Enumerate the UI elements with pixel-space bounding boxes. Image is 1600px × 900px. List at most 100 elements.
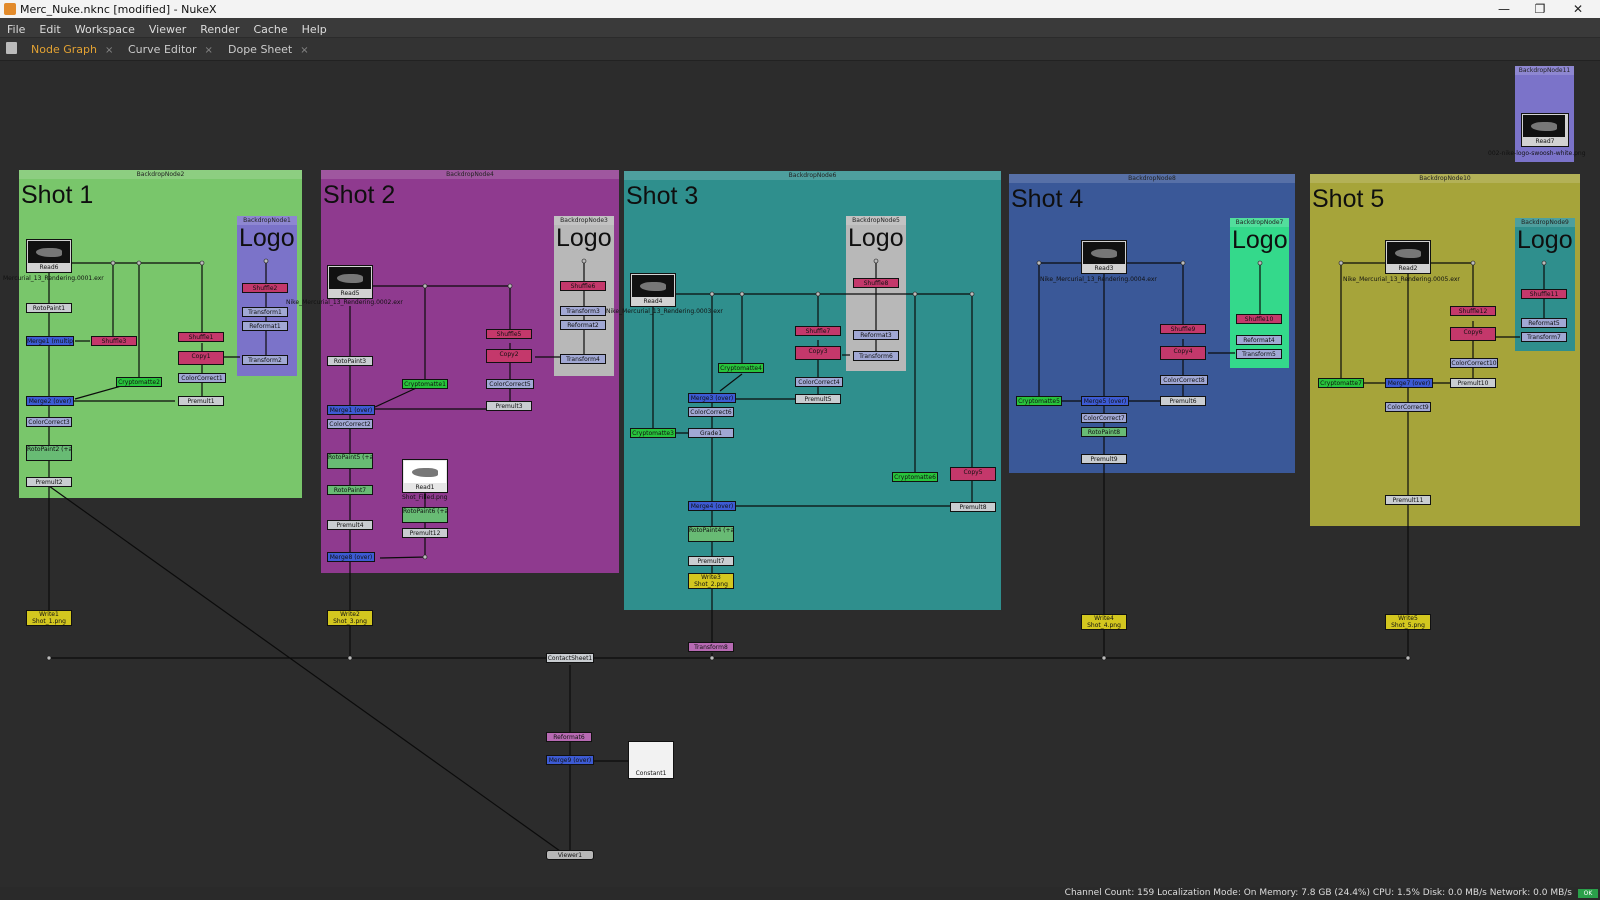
node-shuffle8[interactable]: Shuffle8 <box>853 278 899 288</box>
node-transform4[interactable]: Transform4 <box>560 354 606 364</box>
minimize-button[interactable]: — <box>1498 2 1510 16</box>
node-rotopaint5[interactable]: RotoPaint5 (+alpha) <box>327 453 373 469</box>
backdrop-shot-3[interactable]: BackdropNode6 Shot 3 <box>624 171 1001 610</box>
node-grade1[interactable]: Grade1 <box>688 428 734 438</box>
node-reformat4[interactable]: Reformat4 <box>1236 335 1282 345</box>
backdrop-shot-1-logo[interactable]: BackdropNode1 Logo <box>237 216 297 376</box>
close-icon[interactable]: × <box>204 45 213 56</box>
node-premult5[interactable]: Premult5 <box>795 394 841 404</box>
node-premult9[interactable]: Premult9 <box>1081 454 1127 464</box>
node-shuffle9[interactable]: Shuffle9 <box>1160 324 1206 334</box>
menu-cache[interactable]: Cache <box>253 23 288 36</box>
node-transform1[interactable]: Transform1 <box>242 307 288 317</box>
node-reformat5[interactable]: Reformat5 <box>1521 318 1567 328</box>
node-merge2-over[interactable]: Merge2 (over) <box>26 396 74 406</box>
node-cryptomatte6[interactable]: Cryptomatte6 <box>892 472 938 482</box>
node-premult7[interactable]: Premult7 <box>688 556 734 566</box>
node-premult2[interactable]: Premult2 <box>26 477 72 487</box>
menu-file[interactable]: File <box>7 23 26 36</box>
menu-viewer[interactable]: Viewer <box>148 23 187 36</box>
node-premult1[interactable]: Premult1 <box>178 396 224 406</box>
node-transform2[interactable]: Transform2 <box>242 355 288 365</box>
node-reformat2[interactable]: Reformat2 <box>560 320 606 330</box>
node-copy3[interactable]: Copy3 <box>795 346 841 360</box>
node-merge7-over[interactable]: Merge7 (over) <box>1385 378 1433 388</box>
read-node-read6[interactable]: Read6 <box>26 239 72 273</box>
node-cryptomatte4[interactable]: Cryptomatte4 <box>718 363 764 373</box>
tab-node-graph[interactable]: Node Graph× <box>31 41 113 59</box>
node-rotopaint7[interactable]: RotoPaint7 <box>327 485 373 495</box>
node-merge3-over[interactable]: Merge3 (over) <box>688 393 736 403</box>
node-shuffle5[interactable]: Shuffle5 <box>486 329 532 339</box>
read-node-read3[interactable]: Read3 <box>1081 240 1127 274</box>
close-button[interactable]: ✕ <box>1572 2 1584 16</box>
node-transform3[interactable]: Transform3 <box>560 306 606 316</box>
node-rotopaint6[interactable]: RotoPaint6 (+alpha) <box>402 507 448 523</box>
node-premult6[interactable]: Premult6 <box>1160 396 1206 406</box>
read-node-read1[interactable]: Read1 <box>402 459 448 493</box>
backdrop-shot-5-logo[interactable]: BackdropNode9 Logo <box>1515 218 1575 351</box>
menu-help[interactable]: Help <box>301 23 327 36</box>
node-rotopaint2[interactable]: RotoPaint2 (+alpha) <box>26 445 72 461</box>
node-colorcorrect1[interactable]: ColorCorrect1 <box>178 373 226 383</box>
node-colorcorrect9[interactable]: ColorCorrect9 <box>1385 402 1431 412</box>
node-merge9-over[interactable]: Merge9 (over) <box>546 755 594 765</box>
node-cryptomatte5[interactable]: Cryptomatte5 <box>1016 396 1062 406</box>
node-merge1-multiply[interactable]: Merge1 (multiply) <box>26 336 74 346</box>
read-node-read4[interactable]: Read4 <box>630 273 676 307</box>
node-copy1[interactable]: Copy1 <box>178 351 224 365</box>
tab-curve-editor[interactable]: Curve Editor× <box>128 41 213 59</box>
node-colorcorrect3[interactable]: ColorCorrect3 <box>26 417 72 427</box>
node-rotopaint8[interactable]: RotoPaint8 <box>1081 427 1127 437</box>
node-premult3[interactable]: Premult3 <box>486 401 532 411</box>
node-cryptomatte2[interactable]: Cryptomatte2 <box>116 377 162 387</box>
node-reformat3[interactable]: Reformat3 <box>853 330 899 340</box>
node-merge4-over[interactable]: Merge4 (over) <box>688 501 736 511</box>
node-copy4[interactable]: Copy4 <box>1160 346 1206 360</box>
node-cryptomatte3[interactable]: Cryptomatte3 <box>630 428 676 438</box>
node-colorcorrect10[interactable]: ColorCorrect10 <box>1450 358 1498 368</box>
menu-edit[interactable]: Edit <box>39 23 61 36</box>
node-cryptomatte7[interactable]: Cryptomatte7 <box>1318 378 1364 388</box>
node-rotopaint4[interactable]: RotoPaint4 (+alpha) <box>688 526 734 542</box>
tab-dope-sheet[interactable]: Dope Sheet× <box>228 41 309 59</box>
node-transform8[interactable]: Transform8 <box>688 642 734 652</box>
node-copy2[interactable]: Copy2 <box>486 349 532 363</box>
node-copy6[interactable]: Copy6 <box>1450 327 1496 341</box>
node-colorcorrect4[interactable]: ColorCorrect4 <box>795 377 843 387</box>
node-transform6[interactable]: Transform6 <box>853 351 899 361</box>
node-shuffle6[interactable]: Shuffle6 <box>560 281 606 291</box>
node-shuffle10[interactable]: Shuffle10 <box>1236 314 1282 324</box>
maximize-button[interactable]: ❐ <box>1534 2 1546 16</box>
node-copy5[interactable]: Copy5 <box>950 467 996 481</box>
node-shuffle2[interactable]: Shuffle2 <box>242 283 288 293</box>
node-cryptomatte1[interactable]: Cryptomatte1 <box>402 379 448 389</box>
node-colorcorrect5[interactable]: ColorCorrect5 <box>486 379 534 389</box>
node-premult11[interactable]: Premult11 <box>1385 495 1431 505</box>
node-colorcorrect6[interactable]: ColorCorrect6 <box>688 407 734 417</box>
node-premult4[interactable]: Premult4 <box>327 520 373 530</box>
node-premult8[interactable]: Premult8 <box>950 502 996 512</box>
node-colorcorrect8[interactable]: ColorCorrect8 <box>1160 375 1208 385</box>
node-shuffle7[interactable]: Shuffle7 <box>795 326 841 336</box>
node-rotopaint1[interactable]: RotoPaint1 <box>26 303 72 313</box>
node-contactsheet1[interactable]: ContactSheet1 <box>546 653 594 663</box>
read-node-read7[interactable]: Read7 <box>1521 113 1569 147</box>
read-node-read5[interactable]: Read5 <box>327 265 373 299</box>
node-reformat1[interactable]: Reformat1 <box>242 321 288 331</box>
node-colorcorrect7[interactable]: ColorCorrect7 <box>1081 413 1127 423</box>
node-premult10[interactable]: Premult10 <box>1450 378 1496 388</box>
node-colorcorrect2[interactable]: ColorCorrect2 <box>327 419 373 429</box>
menu-render[interactable]: Render <box>200 23 240 36</box>
node-transform5[interactable]: Transform5 <box>1236 349 1282 359</box>
node-viewer1[interactable]: Viewer1 <box>546 850 594 860</box>
read-node-read2[interactable]: Read2 <box>1385 240 1431 274</box>
node-shuffle3[interactable]: Shuffle3 <box>91 336 137 346</box>
node-premult12[interactable]: Premult12 <box>402 528 448 538</box>
node-rotopaint3[interactable]: RotoPaint3 <box>327 356 373 366</box>
node-transform7[interactable]: Transform7 <box>1521 332 1567 342</box>
